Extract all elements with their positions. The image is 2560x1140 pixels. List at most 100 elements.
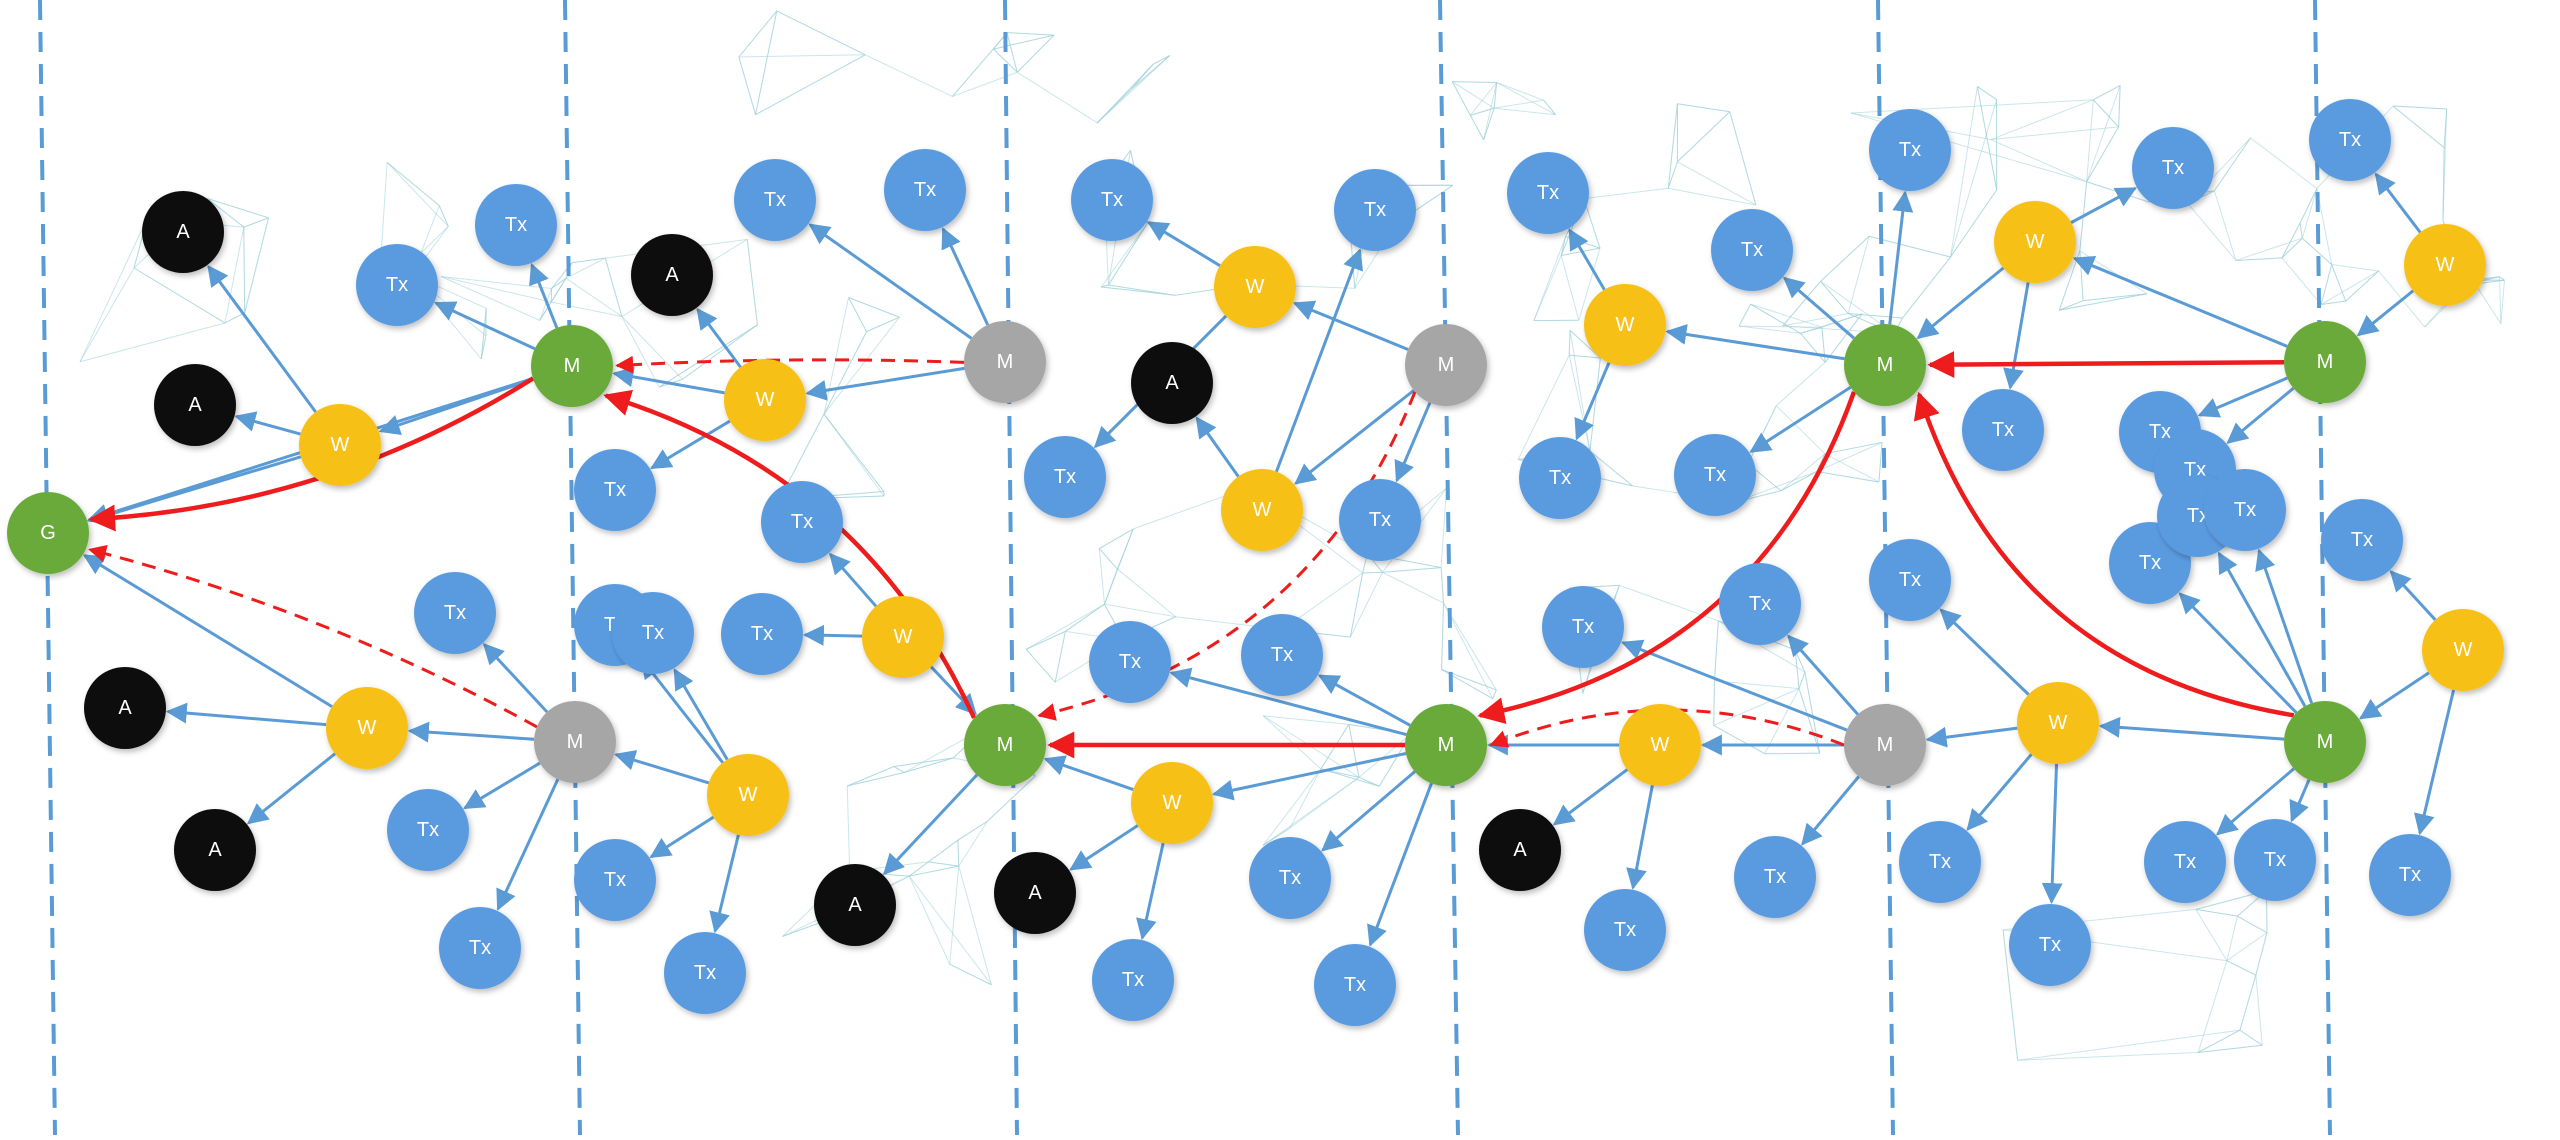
witness-node-W5: W	[1221, 469, 1303, 551]
witness-node-W4: W	[1214, 246, 1296, 328]
mesh-line	[1441, 488, 1446, 567]
account-circle	[154, 364, 236, 446]
transaction-node-T7: Tx	[1024, 436, 1106, 518]
mesh-line	[865, 55, 952, 97]
miner-idle-circle	[964, 321, 1046, 403]
mesh-line	[1951, 87, 1978, 257]
edge-W12-A9	[1554, 770, 1627, 825]
account-node-A2: A	[154, 364, 236, 446]
miner-active-circle	[2284, 321, 2366, 403]
mesh-line	[1951, 190, 1997, 257]
witness-node-W10: W	[862, 596, 944, 678]
mesh-line	[2282, 258, 2321, 305]
mesh-line	[1363, 572, 1383, 573]
transaction-circle	[1719, 563, 1801, 645]
mesh-line	[824, 317, 899, 414]
transaction-node-T37: Tx	[1734, 836, 1816, 918]
transaction-node-T43: Tx	[2144, 821, 2226, 903]
miner-active-node-M7: M	[1844, 324, 1926, 406]
transaction-circle	[1339, 479, 1421, 561]
witness-circle	[1214, 246, 1296, 328]
mesh-line	[2093, 100, 2118, 127]
mesh-line	[1349, 724, 1359, 777]
mesh-line	[2196, 909, 2227, 960]
mesh-line	[824, 414, 884, 496]
miner-idle-node-M5: M	[1405, 324, 1487, 406]
edge-W2-A5	[168, 712, 326, 725]
mesh-line	[1007, 33, 1017, 73]
transaction-node-T45: Tx	[2234, 819, 2316, 901]
miner-idle-circle	[1405, 324, 1487, 406]
mesh-line	[739, 55, 865, 57]
edge-M9-T44	[2259, 551, 2312, 704]
mesh-line	[2393, 106, 2447, 109]
transaction-circle	[1962, 389, 2044, 471]
witness-circle	[1131, 762, 1213, 844]
edge-W13-M8	[1928, 728, 2018, 739]
miner-active-circle	[531, 325, 613, 407]
solid-consensus-edge-M7-M6	[1480, 392, 1854, 716]
miner-active-circle	[2284, 701, 2366, 783]
mesh-line	[1497, 82, 1544, 100]
miner-active-node-M10: M	[2284, 321, 2366, 403]
edge-M3-T21	[465, 763, 540, 808]
transaction-node-T2: Tx	[475, 184, 557, 266]
witness-node-W7: W	[1994, 201, 2076, 283]
miner-active-circle	[1844, 324, 1926, 406]
mesh-line	[80, 323, 225, 362]
mesh-line	[1026, 631, 1065, 649]
transaction-node-T1: Tx	[356, 244, 438, 326]
mesh-line	[1566, 237, 1600, 248]
miner-active-circle	[964, 704, 1046, 786]
mesh-line	[1991, 140, 2087, 182]
witness-node-W3: W	[724, 359, 806, 441]
mesh-line	[441, 276, 551, 288]
witness-node-W1: W	[299, 404, 381, 486]
transaction-circle	[439, 907, 521, 989]
account-node-A8: A	[994, 852, 1076, 934]
edge-W9-T26	[715, 835, 738, 931]
mesh-line	[1097, 64, 1153, 123]
edge-M6-T31	[1320, 676, 1410, 726]
column-dividers	[40, 0, 2330, 1135]
mesh-line	[1026, 649, 1055, 682]
transaction-circle	[1089, 621, 1171, 703]
mesh-line	[2237, 916, 2267, 932]
miner-idle-circle	[1844, 704, 1926, 786]
mesh-line	[1263, 716, 1321, 769]
edge-W5-A4	[1197, 418, 1238, 476]
account-node-A9: A	[1479, 809, 1561, 891]
transaction-circle	[1249, 837, 1331, 919]
mesh-line	[1442, 603, 1444, 670]
transaction-node-T36: Tx	[1719, 563, 1801, 645]
edge-W13-T38	[1941, 610, 2029, 695]
mesh-line	[1099, 549, 1104, 605]
mesh-line	[1544, 100, 1556, 114]
account-node-A4: A	[1131, 342, 1213, 424]
transaction-circle	[1519, 437, 1601, 519]
edge-M3-W2	[410, 731, 534, 739]
mesh-line	[2321, 265, 2332, 305]
mesh-line	[928, 862, 958, 866]
mesh-line	[2240, 1030, 2262, 1045]
transaction-node-T44: Tx	[2204, 469, 2286, 551]
mesh-line	[1104, 569, 1117, 604]
transaction-node-T3: Tx	[574, 449, 656, 531]
mesh-line	[739, 57, 756, 115]
mesh-line	[134, 268, 225, 323]
mesh-line	[894, 767, 905, 773]
mesh-line	[2321, 271, 2379, 304]
mesh-line	[1382, 568, 1441, 573]
transaction-node-T39: Tx	[1899, 821, 1981, 903]
mesh-line	[1452, 82, 1494, 109]
transaction-node-T20: Tx	[414, 572, 496, 654]
mesh-line	[2198, 961, 2227, 1053]
edge-M8-T36	[1789, 636, 1858, 714]
miner-idle-node-M3: M	[534, 701, 616, 783]
column-divider	[565, 0, 580, 1135]
mesh-line	[1007, 33, 1054, 36]
mesh-line	[824, 332, 867, 415]
witness-node-W2: W	[326, 687, 408, 769]
witness-circle	[1619, 704, 1701, 786]
mesh-line	[756, 55, 866, 115]
